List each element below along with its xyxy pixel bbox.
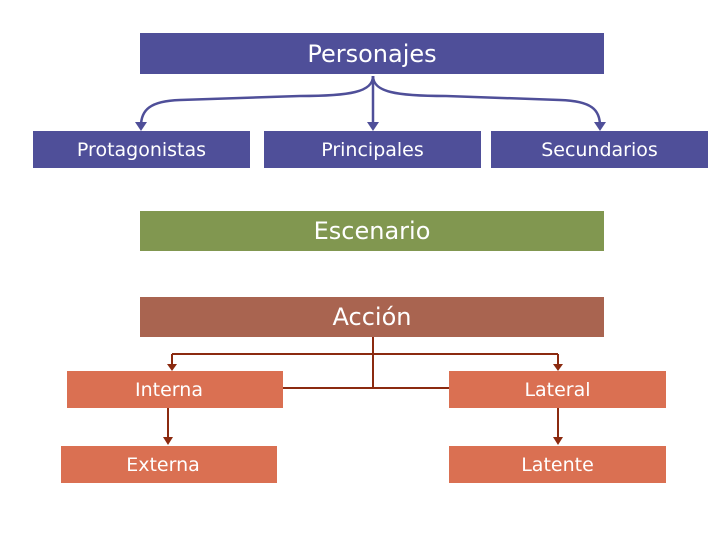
protagonistas-label: Protagonistas [76, 138, 207, 161]
arrowhead-latente [553, 437, 563, 445]
latente-label: Latente [521, 453, 594, 476]
latente-box: Latente [449, 446, 666, 483]
accion-label: Acción [332, 303, 412, 331]
secundarios-label: Secundarios [541, 138, 658, 161]
interna-box: Interna [67, 371, 283, 408]
principales-box: Principales [264, 131, 481, 168]
protagonistas-box: Protagonistas [33, 131, 250, 168]
secundarios-box: Secundarios [491, 131, 708, 168]
externa-box: Externa [61, 446, 277, 483]
lateral-label: Lateral [524, 378, 591, 401]
brace-left-arm [139, 75, 375, 127]
arrowhead-interna [167, 364, 177, 371]
principales-label: Principales [321, 138, 424, 161]
externa-label: Externa [126, 453, 200, 476]
arrowhead-externa [163, 437, 173, 445]
escenario-label: Escenario [313, 217, 431, 245]
interna-label: Interna [135, 378, 203, 401]
personajes-box: Personajes [140, 33, 604, 74]
arrowhead-secundarios [594, 122, 606, 131]
brace-right-arm [371, 75, 602, 127]
escenario-box: Escenario [140, 211, 604, 251]
personajes-brace [135, 75, 606, 131]
personajes-label: Personajes [307, 39, 437, 68]
arrowhead-principales [367, 122, 379, 131]
arrowhead-protagonistas [135, 122, 147, 131]
lateral-box: Lateral [449, 371, 666, 408]
arrowhead-lateral [553, 364, 563, 371]
accion-box: Acción [140, 297, 604, 337]
